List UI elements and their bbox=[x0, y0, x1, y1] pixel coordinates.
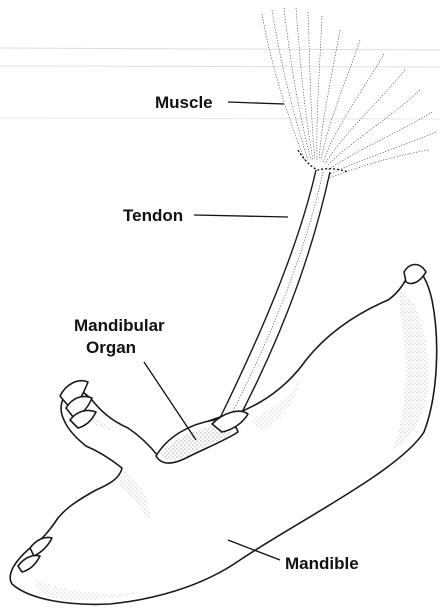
label-tendon-group: Tendon bbox=[123, 206, 288, 225]
leader-mandibular-organ bbox=[144, 362, 196, 440]
label-muscle-group: Muscle bbox=[155, 93, 284, 112]
label-mandible: Mandible bbox=[285, 554, 359, 573]
label-tendon: Tendon bbox=[123, 206, 183, 225]
label-muscle: Muscle bbox=[155, 93, 213, 112]
label-mandibular-organ-line1: Mandibular bbox=[74, 316, 165, 335]
scan-lines bbox=[0, 48, 440, 119]
label-mandibular-organ-line2: Organ bbox=[86, 338, 136, 357]
leader-tendon bbox=[194, 215, 288, 217]
leader-muscle bbox=[228, 102, 284, 104]
muscle-fibers bbox=[262, 8, 436, 178]
